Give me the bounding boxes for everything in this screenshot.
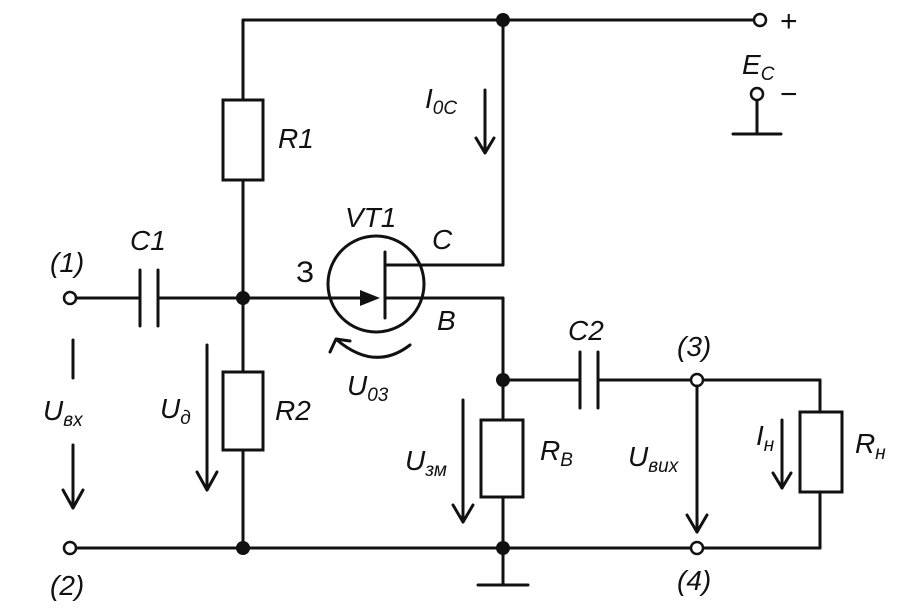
terminal-3-label: (3): [677, 331, 711, 362]
supply-label: EC: [742, 49, 775, 85]
wires: [68, 18, 822, 587]
terminal-4-label: (4): [677, 565, 711, 596]
terminal-1-label: (1): [50, 247, 84, 278]
r1-label: R1: [278, 123, 314, 154]
capacitor-c1: [138, 268, 160, 328]
terminal-2-label: (2): [50, 570, 84, 601]
arrow-u-in: [61, 338, 85, 510]
c2-label: C2: [568, 315, 604, 346]
arrow-u-out: [685, 384, 709, 534]
resistor-rs: [479, 418, 525, 499]
arrow-u-src: [451, 398, 475, 524]
u-in-label: Uвх: [43, 395, 84, 431]
resistor-r1: [221, 98, 265, 182]
arrow-u-gs: [328, 337, 412, 359]
vt1-label: VT1: [345, 202, 396, 233]
source-label: B: [437, 305, 456, 336]
i-drain-label: I0C: [425, 83, 457, 119]
supply-minus-label: −: [780, 78, 798, 111]
supply-plus-label: +: [780, 5, 798, 38]
u-gs-label: U03: [347, 370, 389, 406]
drain-label: C: [432, 224, 453, 255]
capacitor-c2: [578, 350, 600, 410]
junctions: [236, 13, 510, 555]
rl-label: Rн: [855, 428, 886, 464]
u-div-label: Uд: [160, 393, 191, 429]
gate-label: З: [296, 256, 314, 289]
u-out-label: Uвих: [628, 441, 680, 477]
resistor-rl: [798, 410, 844, 494]
arrow-u-div: [195, 343, 219, 492]
i-load-label: Iн: [756, 420, 775, 456]
resistor-r2: [221, 370, 265, 452]
c1-label: C1: [130, 225, 166, 256]
rs-label: RB: [540, 435, 573, 471]
transistor-vt1: [320, 234, 426, 334]
arrow-i-load: [771, 418, 793, 490]
r2-label: R2: [275, 395, 311, 426]
arrow-i-drain: [474, 88, 496, 155]
u-src-label: Uзм: [405, 445, 447, 481]
